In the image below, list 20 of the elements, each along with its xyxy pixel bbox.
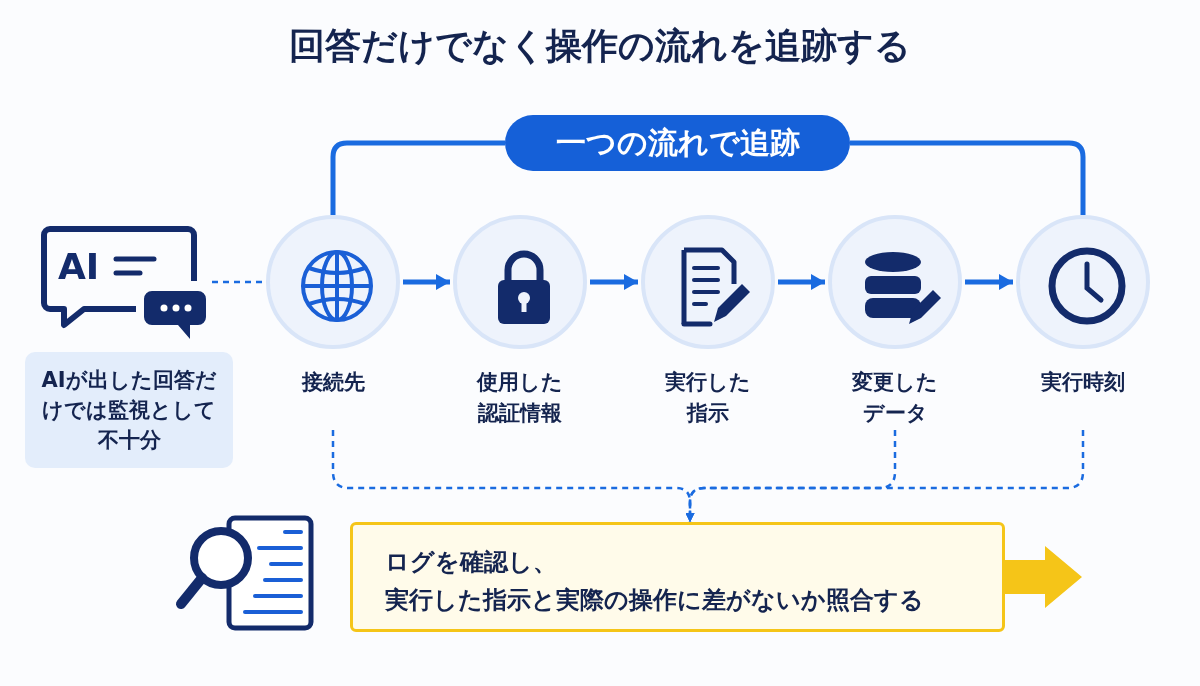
arrow: [778, 274, 825, 290]
pill-label: 一つの流れで追跡: [505, 115, 850, 171]
step-label: 使用した認証情報: [475, 369, 564, 427]
check-text: ログを確認し、: [385, 547, 557, 578]
bracket-line: [330, 140, 505, 215]
step-label: 変更したデータ: [851, 369, 939, 427]
arrow: [590, 274, 638, 290]
arrow: [1005, 546, 1082, 608]
arrow: [965, 274, 1013, 290]
note-box: AIが出した回答だけでは監視として不十分: [25, 352, 233, 468]
bubble-text: AI: [58, 245, 100, 289]
dashed-arrow: [685, 430, 1085, 522]
dotted-connector: [212, 280, 263, 284]
title: 回答だけでなく操作の流れを追跡する: [288, 24, 912, 68]
step-label: 実行した指示: [664, 369, 752, 427]
check-text: 実行した指示と実際の操作に差がないか照合する: [385, 585, 924, 616]
step-label: 接続先: [300, 369, 366, 396]
step-label: 実行時刻: [1040, 369, 1126, 396]
arrow: [403, 274, 450, 290]
bracket-line: [850, 140, 1086, 215]
